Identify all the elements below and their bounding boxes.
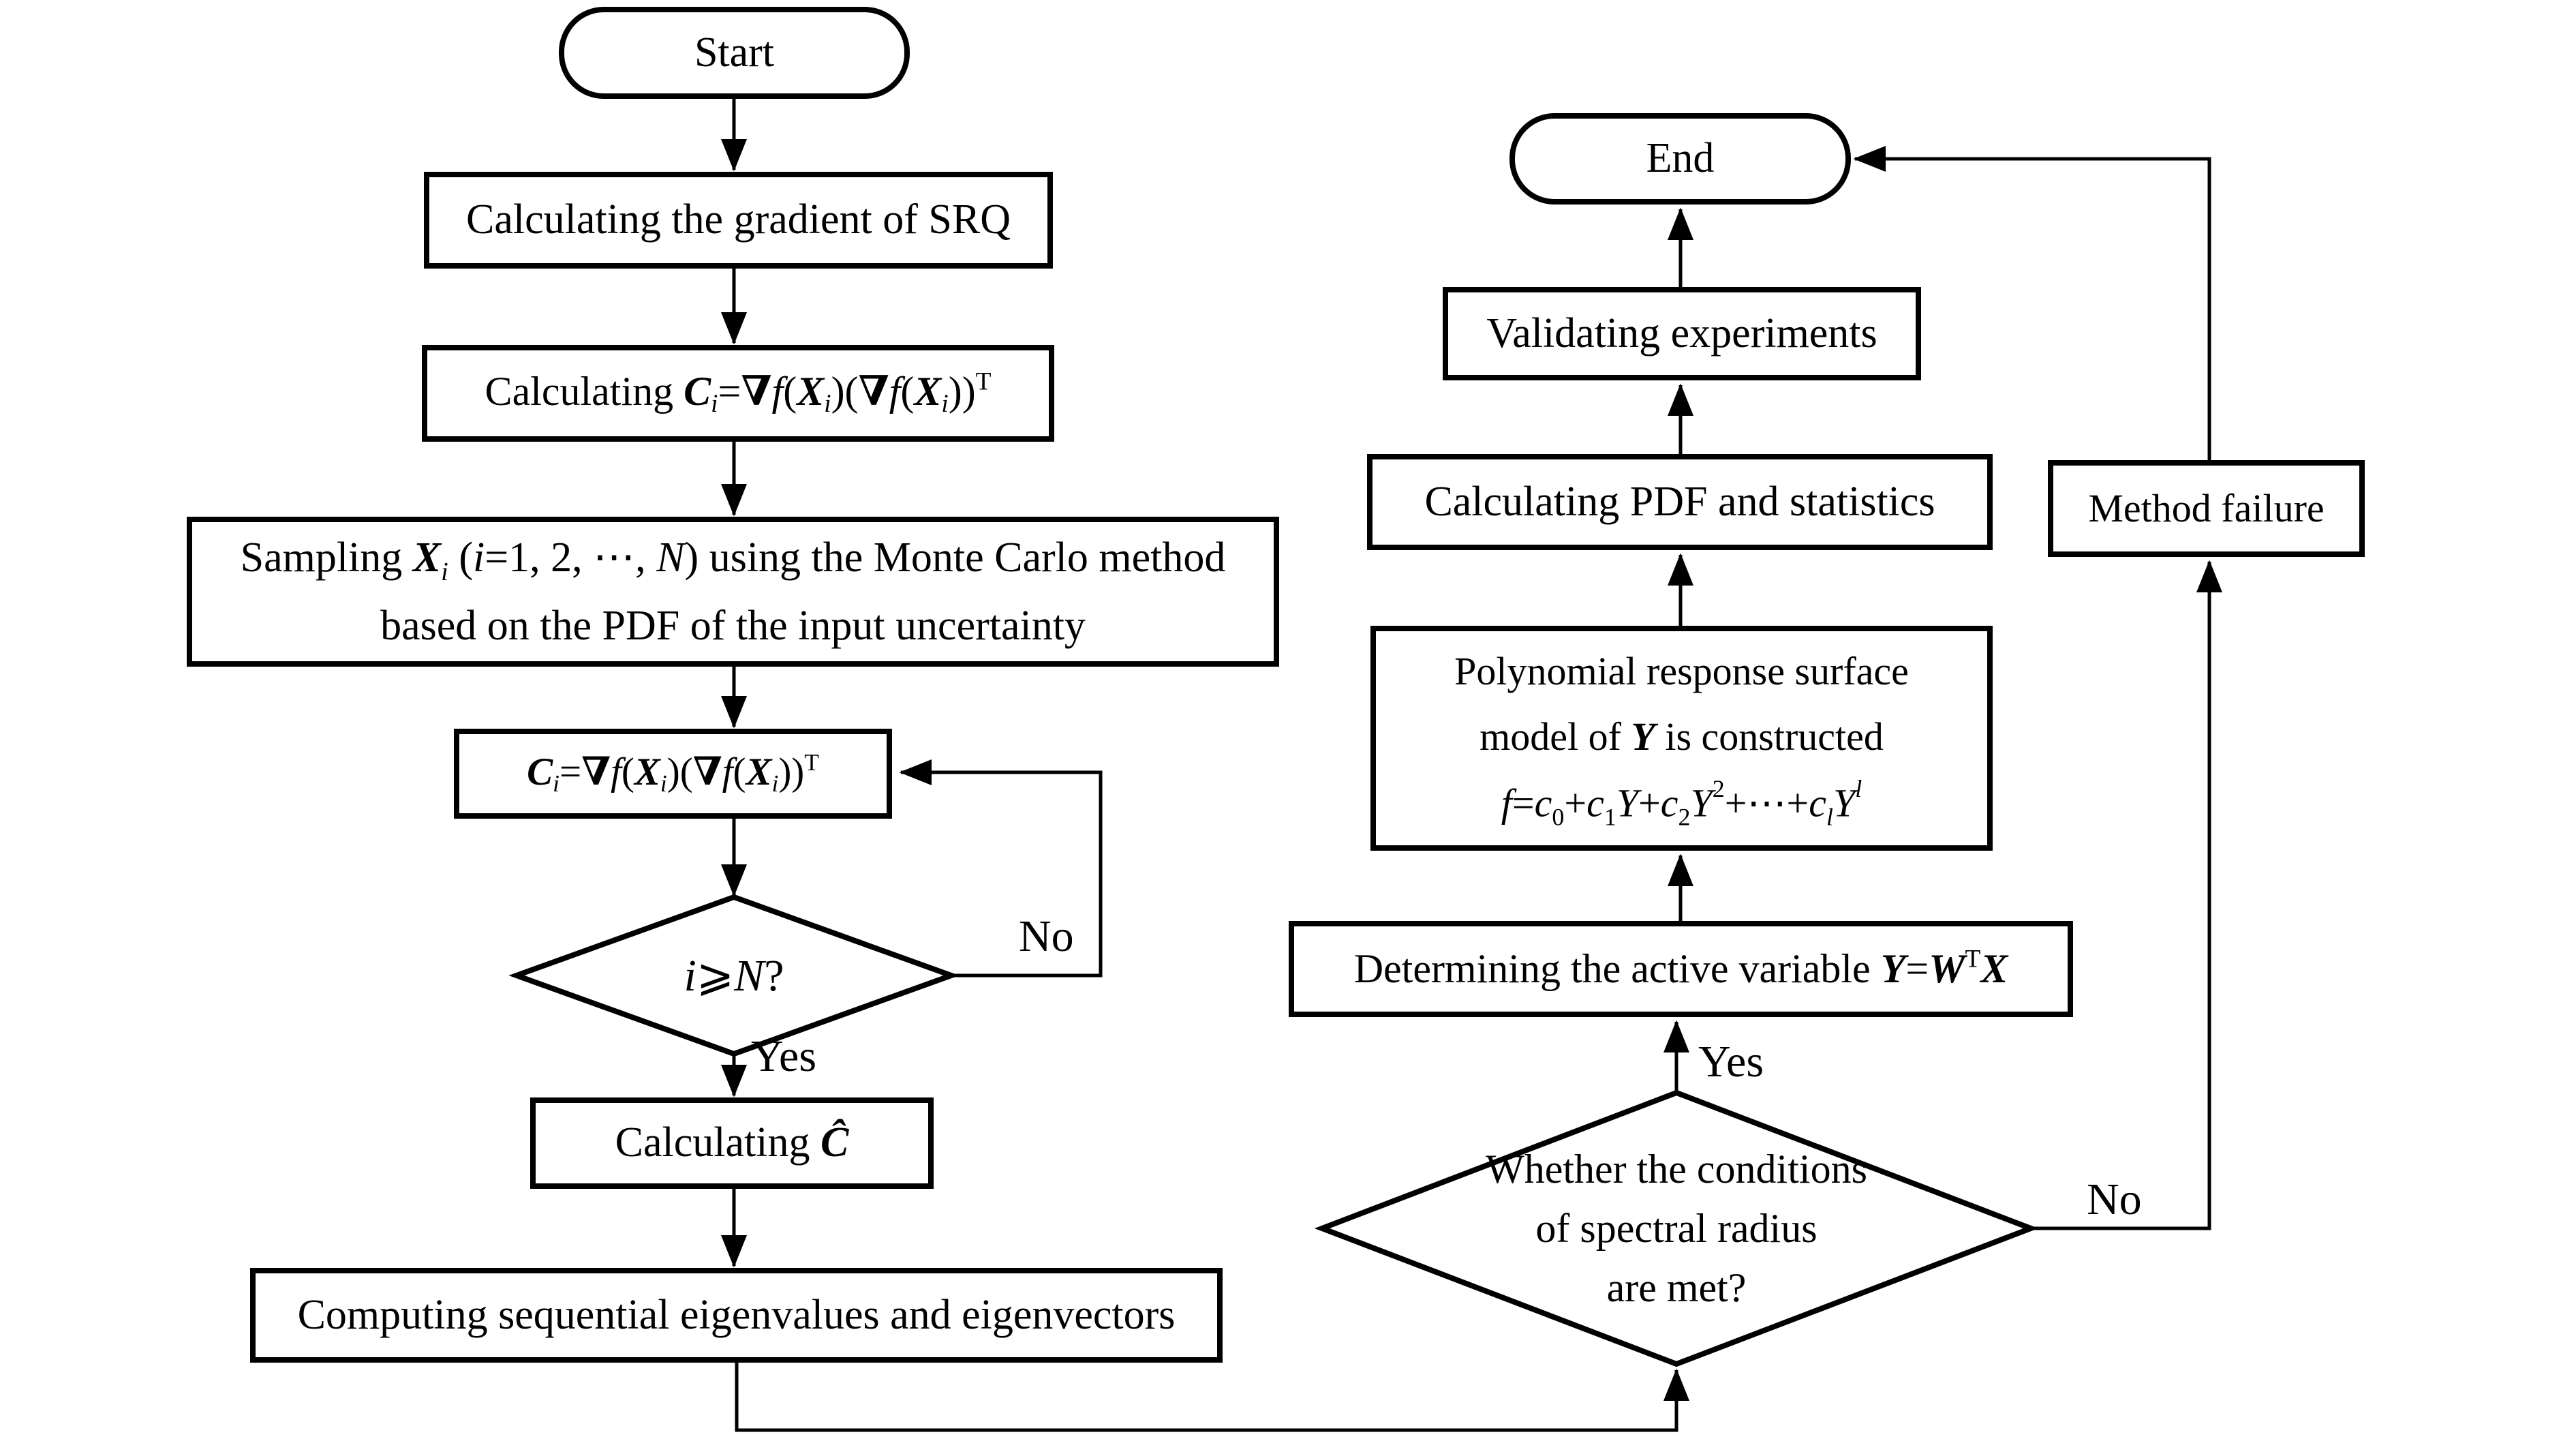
edge-label-no-iter: No xyxy=(1019,911,1074,961)
edge-label-yes-iter: Yes xyxy=(751,1031,817,1081)
node-ci-update: Ci=∇f(Xi)(∇f(Xi))T xyxy=(454,729,892,819)
node-calc-ci-formula: Calculating Ci=∇f(Xi)(∇f(Xi))T xyxy=(485,367,992,419)
node-polynomial-line1: Polynomial response surface xyxy=(1454,648,1909,693)
node-eigen: Computing sequential eigenvalues and eig… xyxy=(250,1268,1223,1363)
node-calc-ci: Calculating Ci=∇f(Xi)(∇f(Xi))T xyxy=(422,345,1054,442)
node-validating: Validating experiments xyxy=(1443,287,1921,380)
node-sampling: Sampling Xi (i=1, 2, ⋯, N) using the Mon… xyxy=(187,517,1279,667)
edge-spectralcheck-no-failure xyxy=(2031,560,2223,1230)
decision-iter-shape xyxy=(508,894,960,1057)
node-eigen-label: Computing sequential eigenvalues and eig… xyxy=(297,1291,1176,1338)
node-polynomial-formula: f=c0+c1Y+c2Y2+⋯+clYl xyxy=(1501,775,1862,831)
edge-itercheck-no-loop xyxy=(899,759,1103,978)
node-gradient: Calculating the gradient of SRQ xyxy=(424,172,1053,269)
node-pdf-label: Calculating PDF and statistics xyxy=(1424,478,1935,525)
decision-spectral-shape xyxy=(1314,1089,2039,1367)
edge-failure-end xyxy=(1853,145,2211,460)
node-ci-update-formula: Ci=∇f(Xi)(∇f(Xi))T xyxy=(527,749,819,798)
node-polynomial-line2: model of Y is constructed xyxy=(1479,714,1884,759)
node-method-failure-label: Method failure xyxy=(2088,485,2325,530)
node-calc-chat: Calculating Ĉ xyxy=(530,1097,934,1189)
node-active-var: Determining the active variable Y=WTX xyxy=(1289,921,2073,1017)
node-end-label: End xyxy=(1646,135,1715,182)
node-validating-label: Validating experiments xyxy=(1486,309,1877,357)
decision-spectral-label: Whether the conditions of spectral radiu… xyxy=(1486,1146,1867,1310)
node-method-failure: Method failure xyxy=(2048,460,2365,557)
edge-eigen-spectralcheck xyxy=(735,1363,1690,1432)
edge-label-yes-spectral: Yes xyxy=(1698,1037,1764,1087)
node-sampling-line2: based on the PDF of the input uncertaint… xyxy=(380,602,1086,649)
node-pdf: Calculating PDF and statistics xyxy=(1367,454,1993,550)
node-calc-chat-label: Calculating Ĉ xyxy=(615,1119,849,1166)
node-active-var-formula: Determining the active variable Y=WTX xyxy=(1353,945,2008,991)
edge-label-no-spectral: No xyxy=(2087,1175,2142,1224)
node-gradient-label: Calculating the gradient of SRQ xyxy=(466,196,1011,243)
node-start: Start xyxy=(559,7,910,99)
decision-iter-label: i⩾N? xyxy=(684,951,784,1001)
node-polynomial: Polynomial response surface model of Y i… xyxy=(1370,626,1993,851)
node-sampling-line1: Sampling Xi (i=1, 2, ⋯, N) using the Mon… xyxy=(240,534,1226,587)
node-start-label: Start xyxy=(694,29,775,76)
node-end: End xyxy=(1509,113,1851,205)
